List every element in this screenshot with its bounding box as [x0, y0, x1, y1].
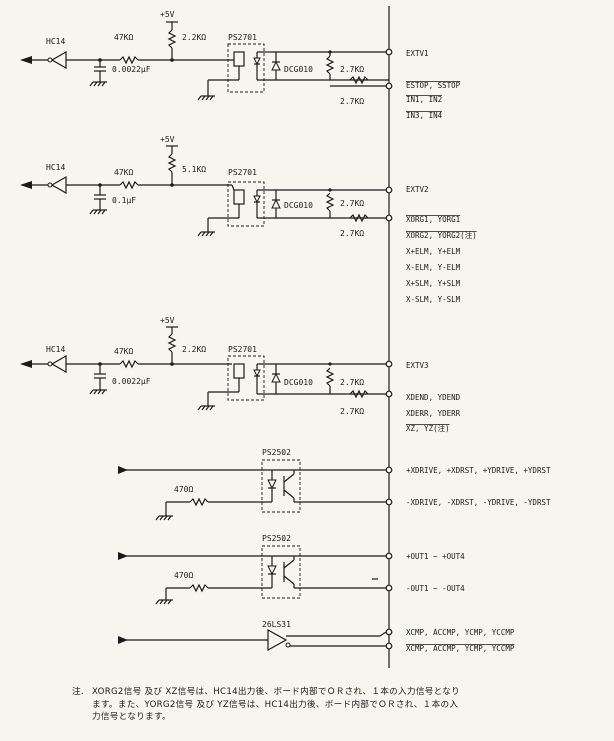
input-channel-3: [20, 326, 393, 411]
footnote-line-3: 力信号となります。: [92, 712, 171, 722]
vcc-label: +5V: [160, 316, 175, 325]
output-arrow-icon: [20, 181, 32, 189]
footnote-head: 注.: [72, 687, 84, 697]
optocoupler-box: [227, 181, 265, 227]
pullup-resistor-label: 5.1KΩ: [182, 165, 206, 174]
signal-neg: XDEND, YDEND: [406, 393, 461, 402]
line-driver: [118, 628, 393, 652]
capacitor-label: 0.0022μF: [112, 65, 151, 74]
diode-label: DCG010: [284, 378, 313, 387]
schmitt-buffer-icon: [50, 175, 67, 195]
output-arrow-icon: [20, 56, 32, 64]
driver-gate-icon: [267, 628, 288, 652]
signal-neg: X+SLM, Y+SLM: [406, 279, 461, 288]
signal-neg: XDERR, YDERR: [406, 409, 461, 418]
output-channel-2: [118, 545, 393, 605]
optocoupler-box: [261, 545, 301, 599]
buffer-label: HC14: [46, 37, 65, 46]
input-arrow-icon: [118, 466, 128, 474]
optocoupler-box: [227, 355, 265, 401]
signal-neg: X-ELM, Y-ELM: [406, 263, 461, 272]
signal-pos: EXTV2: [406, 185, 429, 194]
signal-neg: -OUT1 ~ -OUT4: [406, 584, 465, 593]
resistor-b-label: 2.7KΩ: [340, 229, 364, 238]
input-channel-2: [20, 145, 393, 237]
footnote: 注. XORG2信号 及び XZ信号は、HC14出力後、ボード内部でＯＲされ、１…: [72, 686, 607, 724]
coupler-label: PS2502: [262, 448, 291, 457]
resistor-a-label: 2.7KΩ: [340, 378, 364, 387]
resistor-a-label: 2.7KΩ: [340, 199, 364, 208]
resistor-b-label: 2.7KΩ: [340, 407, 364, 416]
signal-neg: XCMP, ACCMP, YCMP, YCCMP: [406, 644, 515, 653]
buffer-label: HC14: [46, 345, 65, 354]
buffer-label: HC14: [46, 163, 65, 172]
schmitt-buffer-icon: [50, 354, 67, 374]
diode-label: DCG010: [284, 201, 313, 210]
coupler-label: PS2701: [228, 168, 257, 177]
resistor-a-label: 2.7KΩ: [340, 65, 364, 74]
diode-label: DCG010: [284, 65, 313, 74]
signal-neg: X-SLM, Y-SLM: [406, 295, 461, 304]
signal-pos: +XDRIVE, +XDRST, +YDRIVE, +YDRST: [406, 466, 551, 475]
signal-neg: IN3, IN4: [406, 111, 443, 120]
signal-neg: XORG1, YORG1: [406, 215, 460, 224]
signal-neg: XORG2, YORG2(注): [406, 230, 477, 240]
capacitor-label: 0.1μF: [112, 196, 136, 205]
signal-pos: +OUT1 ~ +OUT4: [406, 552, 465, 561]
vcc-label: +5V: [160, 10, 175, 19]
capacitor-label: 0.0022μF: [112, 377, 151, 386]
resistor-label: 470Ω: [174, 571, 193, 580]
signal-neg: ESTOP, SSTOP: [406, 81, 461, 90]
signal-neg: X+ELM, Y+ELM: [406, 247, 461, 256]
signal-pos: XCMP, ACCMP, YCMP, YCCMP: [406, 628, 515, 637]
resistor-b-label: 2.7KΩ: [340, 97, 364, 106]
input-arrow-icon: [118, 636, 128, 644]
coupler-label: PS2502: [262, 534, 291, 543]
resistor-label: 470Ω: [174, 485, 193, 494]
footnote-line-1: XORG2信号 及び XZ信号は、HC14出力後、ボード内部でＯＲされ、１本の入…: [92, 687, 461, 697]
optocoupler-box: [261, 459, 301, 513]
signal-neg: XZ, YZ(注): [406, 423, 450, 433]
output-arrow-icon: [20, 360, 32, 368]
signal-pos: EXTV1: [406, 49, 429, 58]
series-resistor-label: 47KΩ: [114, 168, 133, 177]
input-channel-1: [20, 21, 393, 101]
footnote-line-2: ます。また、YORG2信号 及び YZ信号は、HC14出力後、ボード内部でＯＲさ…: [92, 699, 459, 710]
output-channel-1: [118, 459, 393, 521]
coupler-label: PS2701: [228, 345, 257, 354]
driver-label: 26LS31: [262, 620, 291, 629]
series-resistor-label: 47KΩ: [114, 33, 133, 42]
signal-neg: IN1, IN2: [406, 95, 442, 104]
optocoupler-box: [227, 43, 265, 93]
signal-neg: -XDRIVE, -XDRST, -YDRIVE, -YDRST: [406, 498, 551, 507]
coupler-label: PS2701: [228, 33, 257, 42]
pullup-resistor-label: 2.2KΩ: [182, 345, 206, 354]
signal-pos: EXTV3: [406, 361, 429, 370]
series-resistor-label: 47KΩ: [114, 347, 133, 356]
vcc-label: +5V: [160, 135, 175, 144]
input-arrow-icon: [118, 552, 128, 560]
pullup-resistor-label: 2.2KΩ: [182, 33, 206, 42]
schmitt-buffer-icon: [50, 50, 67, 70]
